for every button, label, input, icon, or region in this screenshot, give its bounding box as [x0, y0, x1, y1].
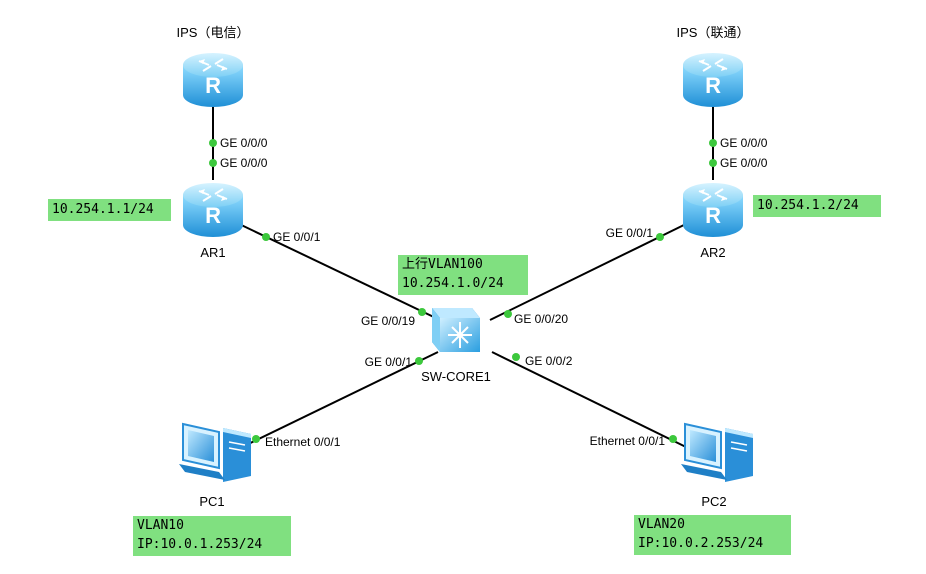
ar1-ip-note: 10.254.1.1/24: [48, 199, 171, 221]
port-label-sw-ge001: GE 0/0/1: [365, 355, 413, 369]
ar2-label: AR2: [700, 245, 725, 260]
pc1-label: PC1: [199, 494, 224, 509]
port-label-pc2-eth: Ethernet 0/0/1: [590, 434, 666, 448]
link-sw-pc1: [239, 351, 439, 449]
uplink-note: 上行VLAN100 10.254.1.0/24: [398, 255, 528, 295]
port-label-isp-unicom: GE 0/0/0: [720, 136, 768, 150]
port-label-ar2-ge001: GE 0/0/1: [606, 226, 654, 240]
port-dot: [415, 357, 423, 365]
port-label-ar1-ge001: GE 0/0/1: [273, 230, 321, 244]
port-dot: [209, 139, 217, 147]
pc2-ip-text: IP:10.0.2.253/24: [638, 536, 764, 551]
link-sw-pc2: [491, 351, 689, 449]
router-icon[interactable]: [682, 182, 744, 238]
port-label-pc1-eth: Ethernet 0/0/1: [265, 435, 341, 449]
port-dot: [709, 159, 717, 167]
port-dot: [709, 139, 717, 147]
port-dot: [656, 233, 664, 241]
port-dot: [209, 159, 217, 167]
port-label-ar2-ge000: GE 0/0/0: [720, 156, 768, 170]
port-label-isp-telecom: GE 0/0/0: [220, 136, 268, 150]
port-dot: [418, 308, 426, 316]
pc-icon[interactable]: [178, 423, 252, 483]
port-label-sw-ge0020: GE 0/0/20: [514, 312, 568, 326]
router-icon[interactable]: [682, 52, 744, 108]
ar1-label: AR1: [200, 245, 225, 260]
port-dot: [252, 435, 260, 443]
port-label-sw-ge0019: GE 0/0/19: [361, 314, 415, 328]
router-icon[interactable]: [182, 182, 244, 238]
port-dot: [504, 310, 512, 318]
pc1-ip-text: IP:10.0.1.253/24: [137, 537, 263, 552]
isp-telecom-label: IPS（电信）: [177, 25, 250, 40]
switch-icon[interactable]: [431, 307, 481, 353]
pc1-vlan-text: VLAN10: [137, 518, 184, 533]
ar2-ip-note: 10.254.1.2/24: [753, 195, 881, 217]
port-label-ar1-ge000: GE 0/0/0: [220, 156, 268, 170]
pc2-label: PC2: [701, 494, 726, 509]
port-label-sw-ge002: GE 0/0/2: [525, 354, 573, 368]
port-dot: [512, 353, 520, 361]
port-dot: [669, 435, 677, 443]
uplink-subnet-text: 10.254.1.0/24: [402, 276, 504, 291]
uplink-vlan-text: 上行VLAN100: [402, 257, 483, 272]
sw-core1-label: SW-CORE1: [421, 369, 491, 384]
port-dots: [209, 139, 717, 443]
pc2-vlan-text: VLAN20: [638, 517, 685, 532]
pc-icon[interactable]: [680, 423, 754, 483]
isp-unicom-label: IPS（联通）: [677, 25, 750, 40]
router-icon[interactable]: [182, 52, 244, 108]
port-dot: [262, 233, 270, 241]
